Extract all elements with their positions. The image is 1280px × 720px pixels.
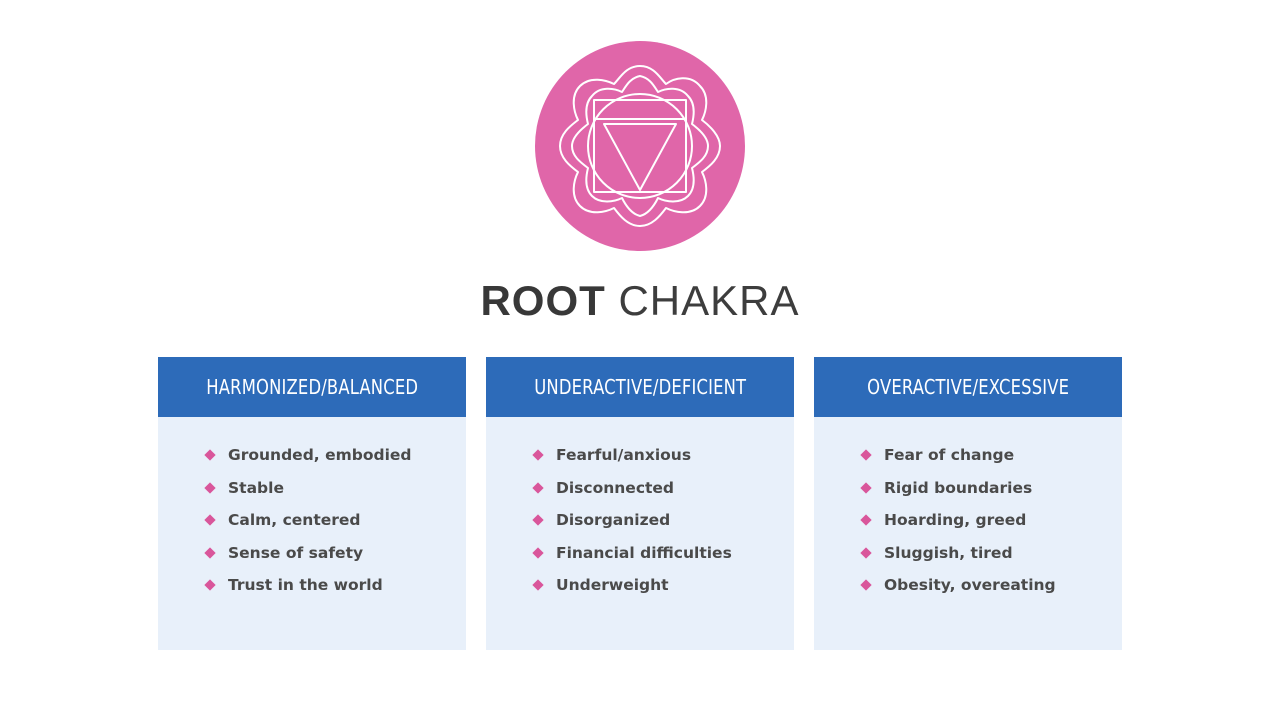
title-light: CHAKRA xyxy=(618,277,800,324)
list-item: Rigid boundaries xyxy=(860,472,1122,505)
list-item-label: Obesity, overeating xyxy=(884,576,1056,595)
card-overactive: OVERACTIVE/EXCESSIVE Fear of change Rigi… xyxy=(814,357,1122,650)
diamond-bullet-icon xyxy=(532,514,544,526)
list-item: Hoarding, greed xyxy=(860,504,1122,537)
diamond-bullet-icon xyxy=(860,547,872,559)
list-item: Underweight xyxy=(532,569,794,602)
list-item: Stable xyxy=(204,472,466,505)
diamond-bullet-icon xyxy=(204,514,216,526)
diamond-bullet-icon xyxy=(204,579,216,591)
diamond-bullet-icon xyxy=(532,579,544,591)
diamond-bullet-icon xyxy=(532,482,544,494)
list-item-label: Calm, centered xyxy=(228,511,361,530)
list-item-label: Fearful/anxious xyxy=(556,446,692,465)
list-item-label: Fear of change xyxy=(884,446,1015,465)
diamond-bullet-icon xyxy=(532,449,544,461)
root-chakra-symbol-icon xyxy=(535,41,745,251)
card-list: Fearful/anxious Disconnected Disorganize… xyxy=(486,417,794,602)
diamond-bullet-icon xyxy=(532,547,544,559)
list-item: Disorganized xyxy=(532,504,794,537)
card-harmonized: HARMONIZED/BALANCED Grounded, embodied S… xyxy=(158,357,466,650)
list-item-label: Sense of safety xyxy=(228,543,364,562)
list-item-label: Sluggish, tired xyxy=(884,543,1013,562)
list-item: Sense of safety xyxy=(204,537,466,570)
list-item: Grounded, embodied xyxy=(204,439,466,472)
list-item-label: Disorganized xyxy=(556,511,671,530)
diamond-bullet-icon xyxy=(204,482,216,494)
list-item-label: Rigid boundaries xyxy=(884,478,1033,497)
card-underactive: UNDERACTIVE/DEFICIENT Fearful/anxious Di… xyxy=(486,357,794,650)
list-item-label: Grounded, embodied xyxy=(228,446,412,465)
card-header: UNDERACTIVE/DEFICIENT xyxy=(486,357,794,417)
list-item: Fear of change xyxy=(860,439,1122,472)
diamond-bullet-icon xyxy=(204,449,216,461)
list-item-label: Hoarding, greed xyxy=(884,511,1027,530)
list-item-label: Underweight xyxy=(556,576,669,595)
diamond-bullet-icon xyxy=(860,482,872,494)
card-header-label: HARMONIZED/BALANCED xyxy=(206,375,418,399)
list-item-label: Stable xyxy=(228,478,284,497)
list-item: Trust in the world xyxy=(204,569,466,602)
diamond-bullet-icon xyxy=(860,579,872,591)
list-item: Calm, centered xyxy=(204,504,466,537)
card-list: Grounded, embodied Stable Calm, centered… xyxy=(158,417,466,602)
card-header-label: UNDERACTIVE/DEFICIENT xyxy=(534,375,746,399)
card-header: OVERACTIVE/EXCESSIVE xyxy=(814,357,1122,417)
list-item-label: Financial difficulties xyxy=(556,543,732,562)
list-item: Financial difficulties xyxy=(532,537,794,570)
card-list: Fear of change Rigid boundaries Hoarding… xyxy=(814,417,1122,602)
diamond-bullet-icon xyxy=(860,514,872,526)
card-header: HARMONIZED/BALANCED xyxy=(158,357,466,417)
list-item: Obesity, overeating xyxy=(860,569,1122,602)
diamond-bullet-icon xyxy=(860,449,872,461)
list-item: Fearful/anxious xyxy=(532,439,794,472)
card-header-label: OVERACTIVE/EXCESSIVE xyxy=(866,375,1069,399)
title-bold: ROOT xyxy=(480,277,606,324)
list-item-label: Trust in the world xyxy=(228,576,383,595)
diamond-bullet-icon xyxy=(204,547,216,559)
list-item-label: Disconnected xyxy=(556,478,675,497)
list-item: Sluggish, tired xyxy=(860,537,1122,570)
list-item: Disconnected xyxy=(532,472,794,505)
page-title: ROOT CHAKRA xyxy=(0,275,1280,327)
